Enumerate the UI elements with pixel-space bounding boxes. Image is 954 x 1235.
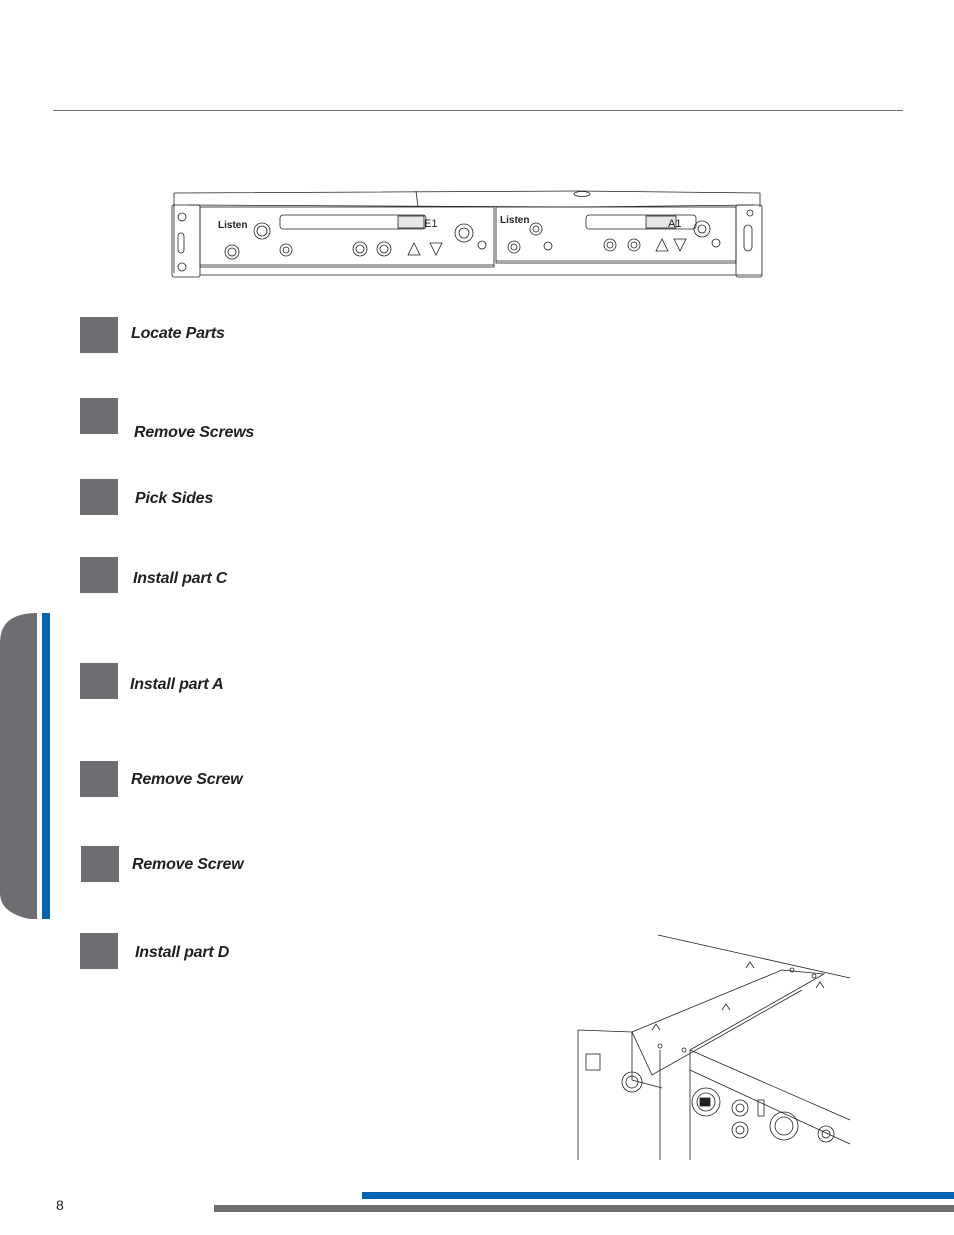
rack-receivers-illustration: Listen Listen E1 A1 — [171, 190, 763, 278]
page-number: 8 — [56, 1197, 64, 1213]
step-1-label: Locate Parts — [131, 325, 225, 342]
step-7-label: Remove Screw — [132, 856, 244, 873]
section-tab — [0, 613, 37, 919]
step-4-marker — [80, 557, 118, 593]
brand-logo-right: Listen — [500, 215, 529, 226]
section-tab-accent — [42, 613, 50, 919]
step-2-label: Remove Screws — [134, 424, 255, 441]
brand-logo-left: Listen — [218, 220, 247, 231]
header-rule — [53, 110, 903, 111]
step-3-marker — [80, 479, 118, 515]
step-5-marker — [80, 663, 118, 699]
step-7-marker — [81, 846, 119, 882]
step-1-marker — [80, 317, 118, 353]
step-8-marker — [80, 933, 118, 969]
step-8-label: Install part D — [135, 944, 230, 961]
step-5-label: Install part A — [130, 676, 224, 693]
step-4-label: Install part C — [133, 570, 228, 587]
step-2-marker — [80, 398, 118, 434]
step-6-marker — [80, 761, 118, 797]
bracket-install-illustration — [577, 934, 851, 1160]
display-right: A1 — [668, 218, 681, 230]
footer-bar-blue — [362, 1192, 954, 1199]
footer-bar-gray — [214, 1205, 954, 1212]
step-6-label: Remove Screw — [131, 771, 243, 788]
display-left: E1 — [424, 218, 437, 230]
step-3-label: Pick Sides — [135, 490, 214, 507]
